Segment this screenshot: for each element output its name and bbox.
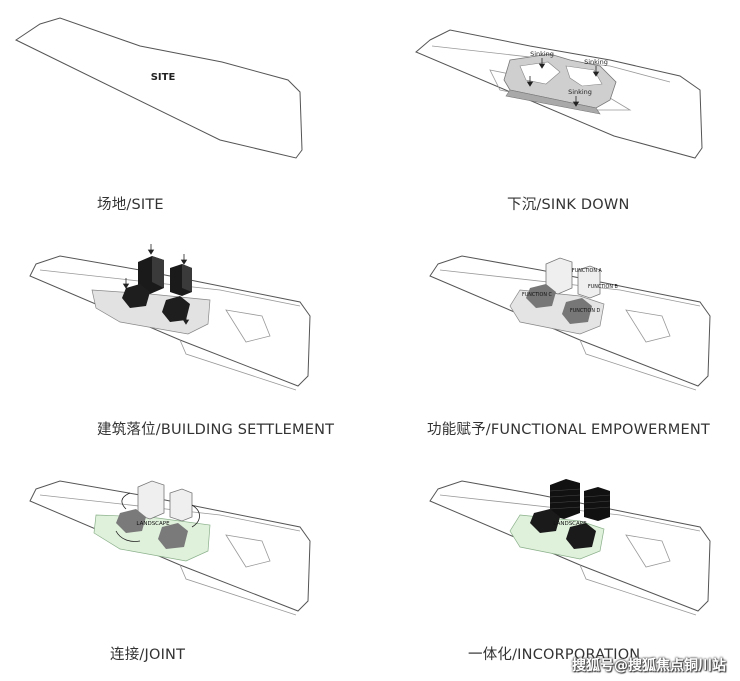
building-settlement-diagram (29, 244, 311, 391)
caption-incorporation: 一体化/INCORPORATION (468, 647, 641, 663)
panel-site: SITE 场地/SITE (0, 0, 370, 230)
joint-diagram: LANDSCAPE (29, 480, 311, 616)
tower (170, 264, 192, 296)
podium (530, 509, 596, 549)
functional-empowerment-diagram: FUNCTION A FUNCTION B FUNCTION C FUNCTIO… (429, 255, 711, 391)
podium (116, 509, 188, 549)
tower (545, 257, 601, 299)
caption-functional-empowerment: 功能赋予/FUNCTIONAL EMPOWERMENT (427, 422, 710, 438)
site-boundary (14, 17, 303, 159)
landscape-label: LANDSCAPE (553, 521, 587, 527)
panel-joint: LANDSCAPE 连接/JOINT (0, 455, 370, 681)
caption-sink-down: 下沉/SINK DOWN (507, 197, 630, 213)
caption-joint: 连接/JOINT (110, 647, 186, 663)
podium (122, 284, 190, 322)
sinking-label: Sinking (568, 88, 592, 96)
site-diagram: SITE (14, 17, 303, 159)
sinking-label: Sinking (530, 50, 554, 58)
landscape-label: LANDSCAPE (136, 521, 170, 527)
settle-arrows (122, 244, 190, 325)
function-label: FUNCTION D (570, 308, 600, 314)
site-label: SITE (151, 72, 176, 83)
podium (526, 284, 592, 324)
watermark: 搜狐号@搜狐焦点铜川站 (572, 658, 726, 674)
function-label: FUNCTION C (522, 292, 552, 298)
panel-incorporation: LANDSCAPE 一体化/INCORPORATION (370, 455, 740, 681)
panel-functional-empowerment: FUNCTION A FUNCTION B FUNCTION C FUNCTIO… (370, 230, 740, 455)
panel-sink-down: Sinking Sinking Sinking 下沉/SINK DOWN (370, 0, 740, 230)
function-label: FUNCTION B (588, 284, 618, 290)
connection-arrows (115, 492, 200, 542)
incorporation-diagram: LANDSCAPE (429, 479, 711, 616)
tower (549, 479, 611, 521)
sink-down-diagram: Sinking Sinking Sinking (415, 29, 703, 159)
tower (138, 256, 164, 294)
sinking-label: Sinking (584, 58, 608, 66)
panel-building-settlement: 建筑落位/BUILDING SETTLEMENT (0, 230, 370, 455)
caption-site: 场地/SITE (97, 197, 164, 213)
sinking-arrows (526, 58, 600, 107)
function-label: FUNCTION A (572, 268, 602, 274)
caption-building-settlement: 建筑落位/BUILDING SETTLEMENT (97, 422, 335, 438)
